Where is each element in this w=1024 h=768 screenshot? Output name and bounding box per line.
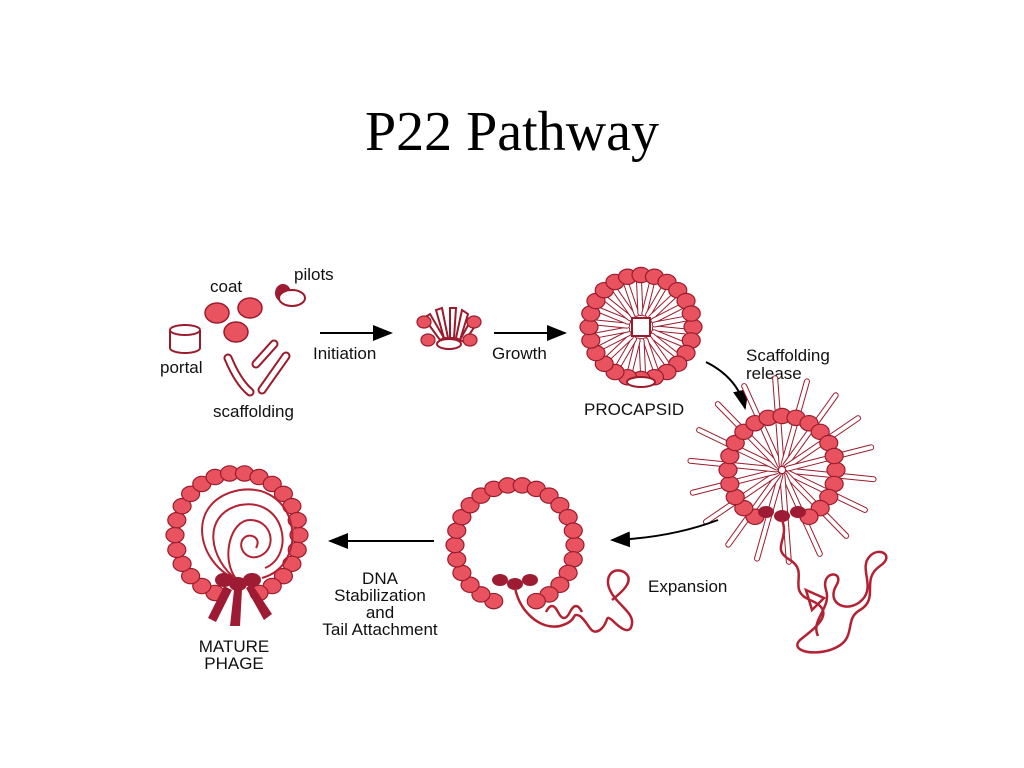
slide-title: P22 Pathway bbox=[365, 101, 659, 163]
scaffolding-spoke bbox=[604, 334, 633, 362]
scaffolding-spoke bbox=[601, 295, 633, 321]
coat-subunit bbox=[445, 536, 465, 554]
scaffolding-spoke bbox=[646, 283, 668, 317]
scaffolding-spoke bbox=[639, 338, 646, 377]
coat-subunit bbox=[273, 567, 294, 585]
coat-subunit bbox=[826, 461, 846, 479]
coat-subunit bbox=[167, 511, 187, 529]
initiation-complex bbox=[416, 306, 482, 350]
coat-subunit bbox=[718, 461, 738, 479]
scaffolding-spoke bbox=[627, 338, 640, 376]
scaffolding-spoke bbox=[651, 330, 688, 348]
scaffolding-spoke bbox=[652, 316, 691, 327]
scaffolding-spoke bbox=[642, 278, 655, 316]
coat-subunit bbox=[165, 526, 185, 544]
label-initiation: Initiation bbox=[313, 344, 376, 363]
scaffolding-spoke bbox=[643, 338, 659, 375]
label-dna-4: Tail Attachment bbox=[322, 620, 438, 639]
scaffolding-spoke bbox=[591, 320, 630, 328]
expansion-arrow bbox=[610, 519, 719, 548]
packaged-dna bbox=[227, 518, 272, 581]
procapsid bbox=[579, 266, 703, 388]
scaffolding-spoke bbox=[636, 277, 643, 316]
label-scaffolding-release-1: Scaffolding bbox=[746, 346, 830, 365]
scaffolding-spoke bbox=[649, 292, 678, 320]
coat-subunit bbox=[287, 511, 307, 529]
coat-subunit bbox=[824, 447, 844, 465]
label-dna-1: DNA bbox=[362, 569, 399, 588]
mature-phage bbox=[165, 465, 309, 626]
label-growth: Growth bbox=[492, 344, 547, 363]
coat-subunit bbox=[192, 577, 212, 595]
scaffolding-spoke bbox=[596, 331, 631, 351]
expanded-capsid bbox=[445, 477, 634, 633]
coat-subunit bbox=[720, 475, 740, 493]
expanded-dna-strand bbox=[513, 569, 634, 633]
coat-protein-icons bbox=[204, 297, 263, 343]
coat-subunit bbox=[180, 567, 201, 585]
label-scaffolding-release-2: release bbox=[746, 364, 802, 383]
scaffolding-spoke bbox=[623, 279, 639, 316]
label-procapsid: PROCAPSID bbox=[584, 400, 684, 419]
coat-subunit bbox=[167, 541, 187, 559]
label-dna-3: and bbox=[366, 603, 394, 622]
label-expansion: Expansion bbox=[648, 577, 727, 596]
coat-subunit bbox=[172, 555, 192, 573]
scaffolding-spoke bbox=[651, 303, 686, 323]
portal-icon bbox=[169, 324, 201, 354]
label-mature-1: MATURE bbox=[199, 637, 270, 656]
scaffolding-spoke bbox=[614, 337, 636, 371]
coat-subunit bbox=[172, 497, 192, 515]
coat-subunit bbox=[681, 305, 701, 322]
dna-strand bbox=[779, 519, 888, 654]
label-mature-2: PHAGE bbox=[204, 654, 264, 673]
components-group: coat pilots portal scaffolding bbox=[160, 265, 334, 421]
coat-subunit bbox=[273, 485, 294, 503]
coat-subunit bbox=[563, 522, 583, 539]
coat-subunit bbox=[526, 592, 546, 610]
coat-subunit bbox=[447, 551, 467, 568]
coat-subunit bbox=[565, 536, 585, 554]
scaffolding-spoke bbox=[611, 285, 635, 318]
scaffolding-spoke bbox=[647, 336, 671, 369]
scaffolding-spoke bbox=[594, 306, 631, 324]
coat-subunit bbox=[180, 485, 201, 503]
label-portal: portal bbox=[160, 358, 203, 377]
coat-subunit bbox=[262, 475, 282, 493]
label-coat: coat bbox=[210, 277, 242, 296]
scaffolding-release-arrow bbox=[705, 361, 749, 410]
scaffolding-release-intermediate bbox=[687, 375, 888, 654]
label-dna-2: Stabilization bbox=[334, 586, 426, 605]
scaffolding-spoke bbox=[591, 327, 630, 338]
scaffolding-spoke bbox=[652, 326, 691, 334]
pilot-protein-icon bbox=[275, 284, 306, 307]
scaffolding-spoke bbox=[649, 333, 681, 359]
label-pilots: pilots bbox=[294, 265, 334, 284]
tail-structure bbox=[208, 573, 272, 626]
label-scaffolding: scaffolding bbox=[213, 402, 294, 421]
